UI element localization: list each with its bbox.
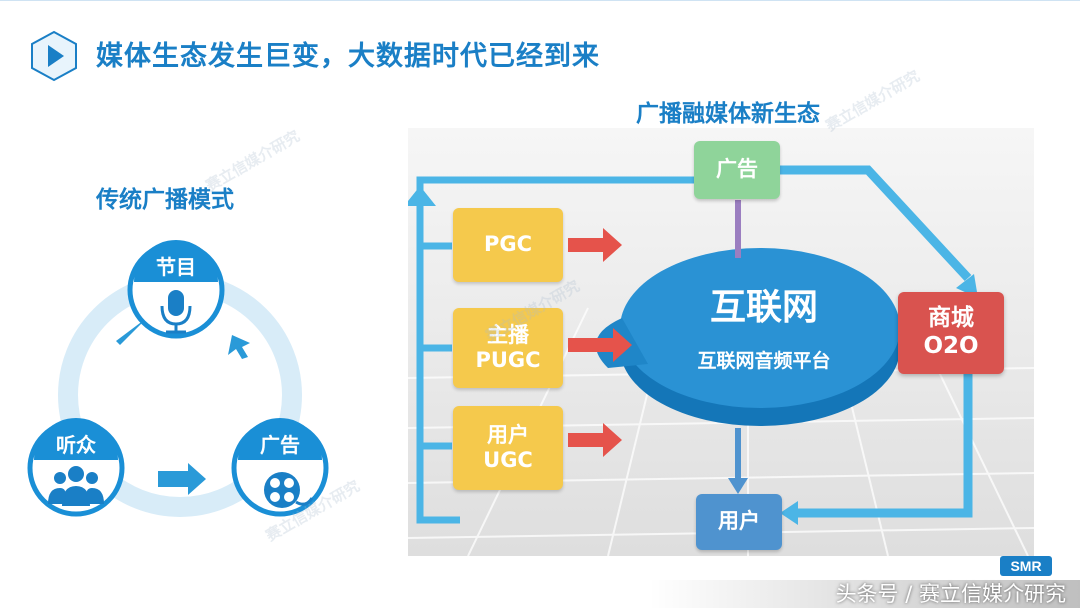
source-pugc: 主播 PUGC <box>453 308 563 388</box>
ad-box: 广告 <box>694 141 780 199</box>
source-pugc-label: 主播 PUGC <box>475 322 541 372</box>
ad-node <box>231 418 329 517</box>
audience-label: 听众 <box>56 433 96 457</box>
ecosystem-panel: 互联网 互联网音频平台 PGC 主播 PUGC 用户 UGC 广告 商城 O2O… <box>408 128 1034 556</box>
slide-title: 媒体生态发生巨变，大数据时代已经到来 <box>96 41 600 72</box>
program-node <box>127 240 225 339</box>
new-ecosystem-title: 广播融媒体新生态 <box>636 101 820 127</box>
ad-box-label: 广告 <box>716 157 758 182</box>
arrow-ugc-to-hub <box>568 423 622 457</box>
hub-disk <box>620 248 900 408</box>
program-label: 节目 <box>156 255 196 279</box>
user-box: 用户 <box>696 494 782 550</box>
user-box-label: 用户 <box>718 509 760 534</box>
arrow-pugc-to-hub <box>568 328 632 362</box>
hub-title: 互联网 <box>709 287 818 328</box>
source-ugc: 用户 UGC <box>453 406 563 490</box>
audience-node <box>27 418 125 517</box>
logo-text: SMR <box>1010 558 1041 574</box>
top-border-line <box>0 0 1080 1</box>
watermark: 赛立信媒介研究 <box>202 126 303 195</box>
hub-subtitle: 互联网音频平台 <box>697 350 831 372</box>
smr-logo: SMR <box>1000 556 1052 576</box>
arrow-ad-to-program <box>228 335 250 359</box>
film-reel-icon <box>264 472 314 508</box>
watermark: 赛立信媒介研究 <box>822 66 923 135</box>
arrow-pgc-to-hub <box>568 228 622 262</box>
ecosystem-connectors <box>408 158 1034 556</box>
footer-attribution: 头条号 / 赛立信媒介研究 <box>835 582 1066 606</box>
source-pgc: PGC <box>453 208 563 282</box>
left-loop-lines <box>416 176 698 524</box>
audience-icon <box>48 466 104 506</box>
mall-o2o-box: 商城 O2O <box>898 292 1004 374</box>
footer-bar <box>0 580 1080 608</box>
arrow-audience-to-ad <box>158 463 206 495</box>
mall-o2o-label: 商城 O2O <box>923 305 979 359</box>
traditional-model-title: 传统广播模式 <box>96 187 234 213</box>
ad-label: 广告 <box>260 433 300 457</box>
play-icon <box>31 30 77 82</box>
source-ugc-label: 用户 UGC <box>483 422 533 472</box>
source-pgc-label: PGC <box>483 232 533 257</box>
microphone-icon <box>160 290 192 334</box>
